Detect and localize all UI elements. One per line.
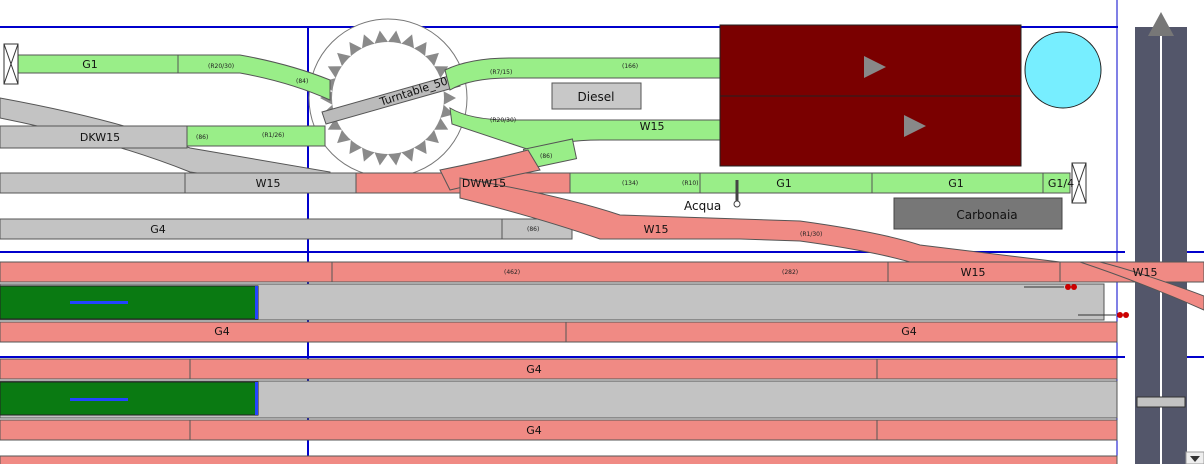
track-note: (R7/15) — [490, 69, 512, 76]
trains — [0, 285, 259, 416]
acqua-label: Acqua — [684, 199, 721, 213]
track-annotations: (R20/30) (84) (R7/15) (166) (R20/30) (86… — [196, 63, 822, 276]
track-red-switch-right[interactable] — [1079, 261, 1204, 311]
diesel-building[interactable]: Diesel — [551, 82, 642, 110]
engine-shed[interactable] — [719, 24, 1022, 167]
shed-arrow-icon — [864, 56, 886, 78]
track-red-row-1[interactable] — [0, 261, 1204, 283]
track-red-row-5[interactable] — [0, 455, 1118, 464]
track-red-row-3[interactable] — [0, 358, 1118, 380]
carbonaia-label: Carbonaia — [956, 208, 1017, 222]
train-2[interactable] — [0, 381, 259, 416]
track-note: (166) — [622, 63, 638, 70]
signal-icon — [1024, 284, 1077, 290]
acqua-crane[interactable]: Acqua — [684, 180, 741, 213]
track-red-row-2[interactable] — [0, 321, 1118, 343]
track-note: (86) — [196, 134, 208, 141]
track-note: (R10) — [682, 180, 699, 187]
track-red-row-4[interactable] — [0, 419, 1118, 441]
track-label: G1 — [82, 58, 98, 71]
track-note: (86) — [527, 226, 539, 233]
track-note: (R20/30) — [208, 63, 234, 70]
road-strip — [1125, 12, 1187, 464]
track-label: G4 — [901, 325, 917, 338]
scroll-down-icon[interactable] — [1185, 451, 1204, 464]
north-arrow-icon — [1148, 12, 1174, 36]
track-label: G1/4 — [1048, 177, 1074, 190]
track-green-curve-c[interactable] — [449, 107, 721, 151]
track-note: (84) — [296, 78, 308, 85]
green-tracks — [17, 54, 1071, 194]
water-tower[interactable] — [1024, 31, 1102, 109]
track-label: W15 — [640, 120, 665, 133]
track-label: W15 — [256, 177, 281, 190]
track-label: DWW15 — [462, 177, 506, 190]
track-g4-gray[interactable] — [0, 218, 573, 240]
track-label: G4 — [214, 325, 230, 338]
track-note: (282) — [782, 269, 798, 276]
track-g1-top-left[interactable] — [17, 54, 179, 74]
carbonaia-building[interactable]: Carbonaia — [893, 197, 1063, 230]
track-label: G1 — [948, 177, 964, 190]
signal-icon — [1078, 312, 1129, 318]
track-label: DKW15 — [80, 131, 120, 144]
track-g1-mid[interactable] — [569, 172, 1071, 194]
track-note: (R1/30) — [800, 231, 822, 238]
red-tracks — [0, 149, 1204, 464]
track-dkw-straight[interactable] — [0, 125, 188, 149]
shed-arrow-icon — [904, 115, 926, 137]
track-label: G4 — [526, 424, 542, 437]
track-label: G4 — [526, 363, 542, 376]
track-note: (86) — [540, 153, 552, 160]
track-labels: G1 DKW15 W15 DWW15 W15 G1 G1 G1/4 G4 W15… — [80, 58, 1158, 437]
track-label: W15 — [1133, 266, 1158, 279]
turntable[interactable]: Turntable_50 — [308, 18, 468, 178]
train-1[interactable] — [0, 285, 259, 320]
track-note: (R1/26) — [262, 132, 284, 139]
track-green-curve-a[interactable] — [177, 54, 331, 101]
road-sign — [1136, 396, 1186, 408]
track-label: G1 — [776, 177, 792, 190]
track-note: (134) — [622, 180, 638, 187]
track-red-main-curve[interactable] — [459, 177, 1204, 283]
buffer-stop-icon — [3, 43, 19, 85]
track-label: W15 — [644, 223, 669, 236]
track-note: (462) — [504, 269, 520, 276]
gray-tracks — [0, 97, 573, 240]
track-label: G4 — [150, 223, 166, 236]
buffer-stop-icon — [1071, 162, 1087, 204]
track-w15-gray[interactable] — [0, 172, 357, 194]
diesel-label: Diesel — [578, 90, 615, 104]
track-note: (R20/30) — [490, 117, 516, 124]
track-label: W15 — [961, 266, 986, 279]
